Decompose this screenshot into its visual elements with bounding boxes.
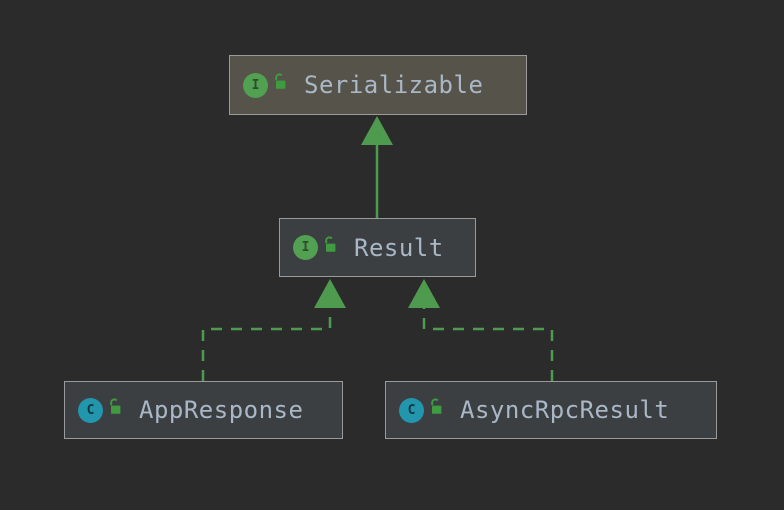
class-badge-icon: C (78, 397, 103, 423)
edge-appresponse-to-result[interactable] (201, 279, 346, 381)
node-serializable[interactable]: I Serializable (229, 55, 527, 115)
node-result[interactable]: I Result (279, 218, 476, 277)
unlocked-padlock-icon (428, 398, 444, 420)
unlocked-padlock-icon (107, 398, 123, 420)
edge-asyncrpcresult-to-result[interactable] (408, 279, 554, 381)
node-label: AsyncRpcResult (460, 396, 670, 424)
node-appresponse[interactable]: C AppResponse (64, 381, 343, 439)
interface-badge-icon: I (243, 72, 268, 98)
node-label: Result (354, 233, 444, 262)
node-label: AppResponse (139, 396, 304, 424)
node-label: Serializable (304, 71, 484, 99)
node-asyncrpcresult[interactable]: C AsyncRpcResult (385, 381, 717, 439)
unlocked-padlock-icon (322, 235, 338, 258)
class-badge-icon: C (399, 397, 424, 423)
edge-result-to-serializable[interactable] (361, 116, 393, 218)
interface-badge-icon: I (293, 235, 318, 260)
unlocked-padlock-icon (272, 73, 288, 95)
